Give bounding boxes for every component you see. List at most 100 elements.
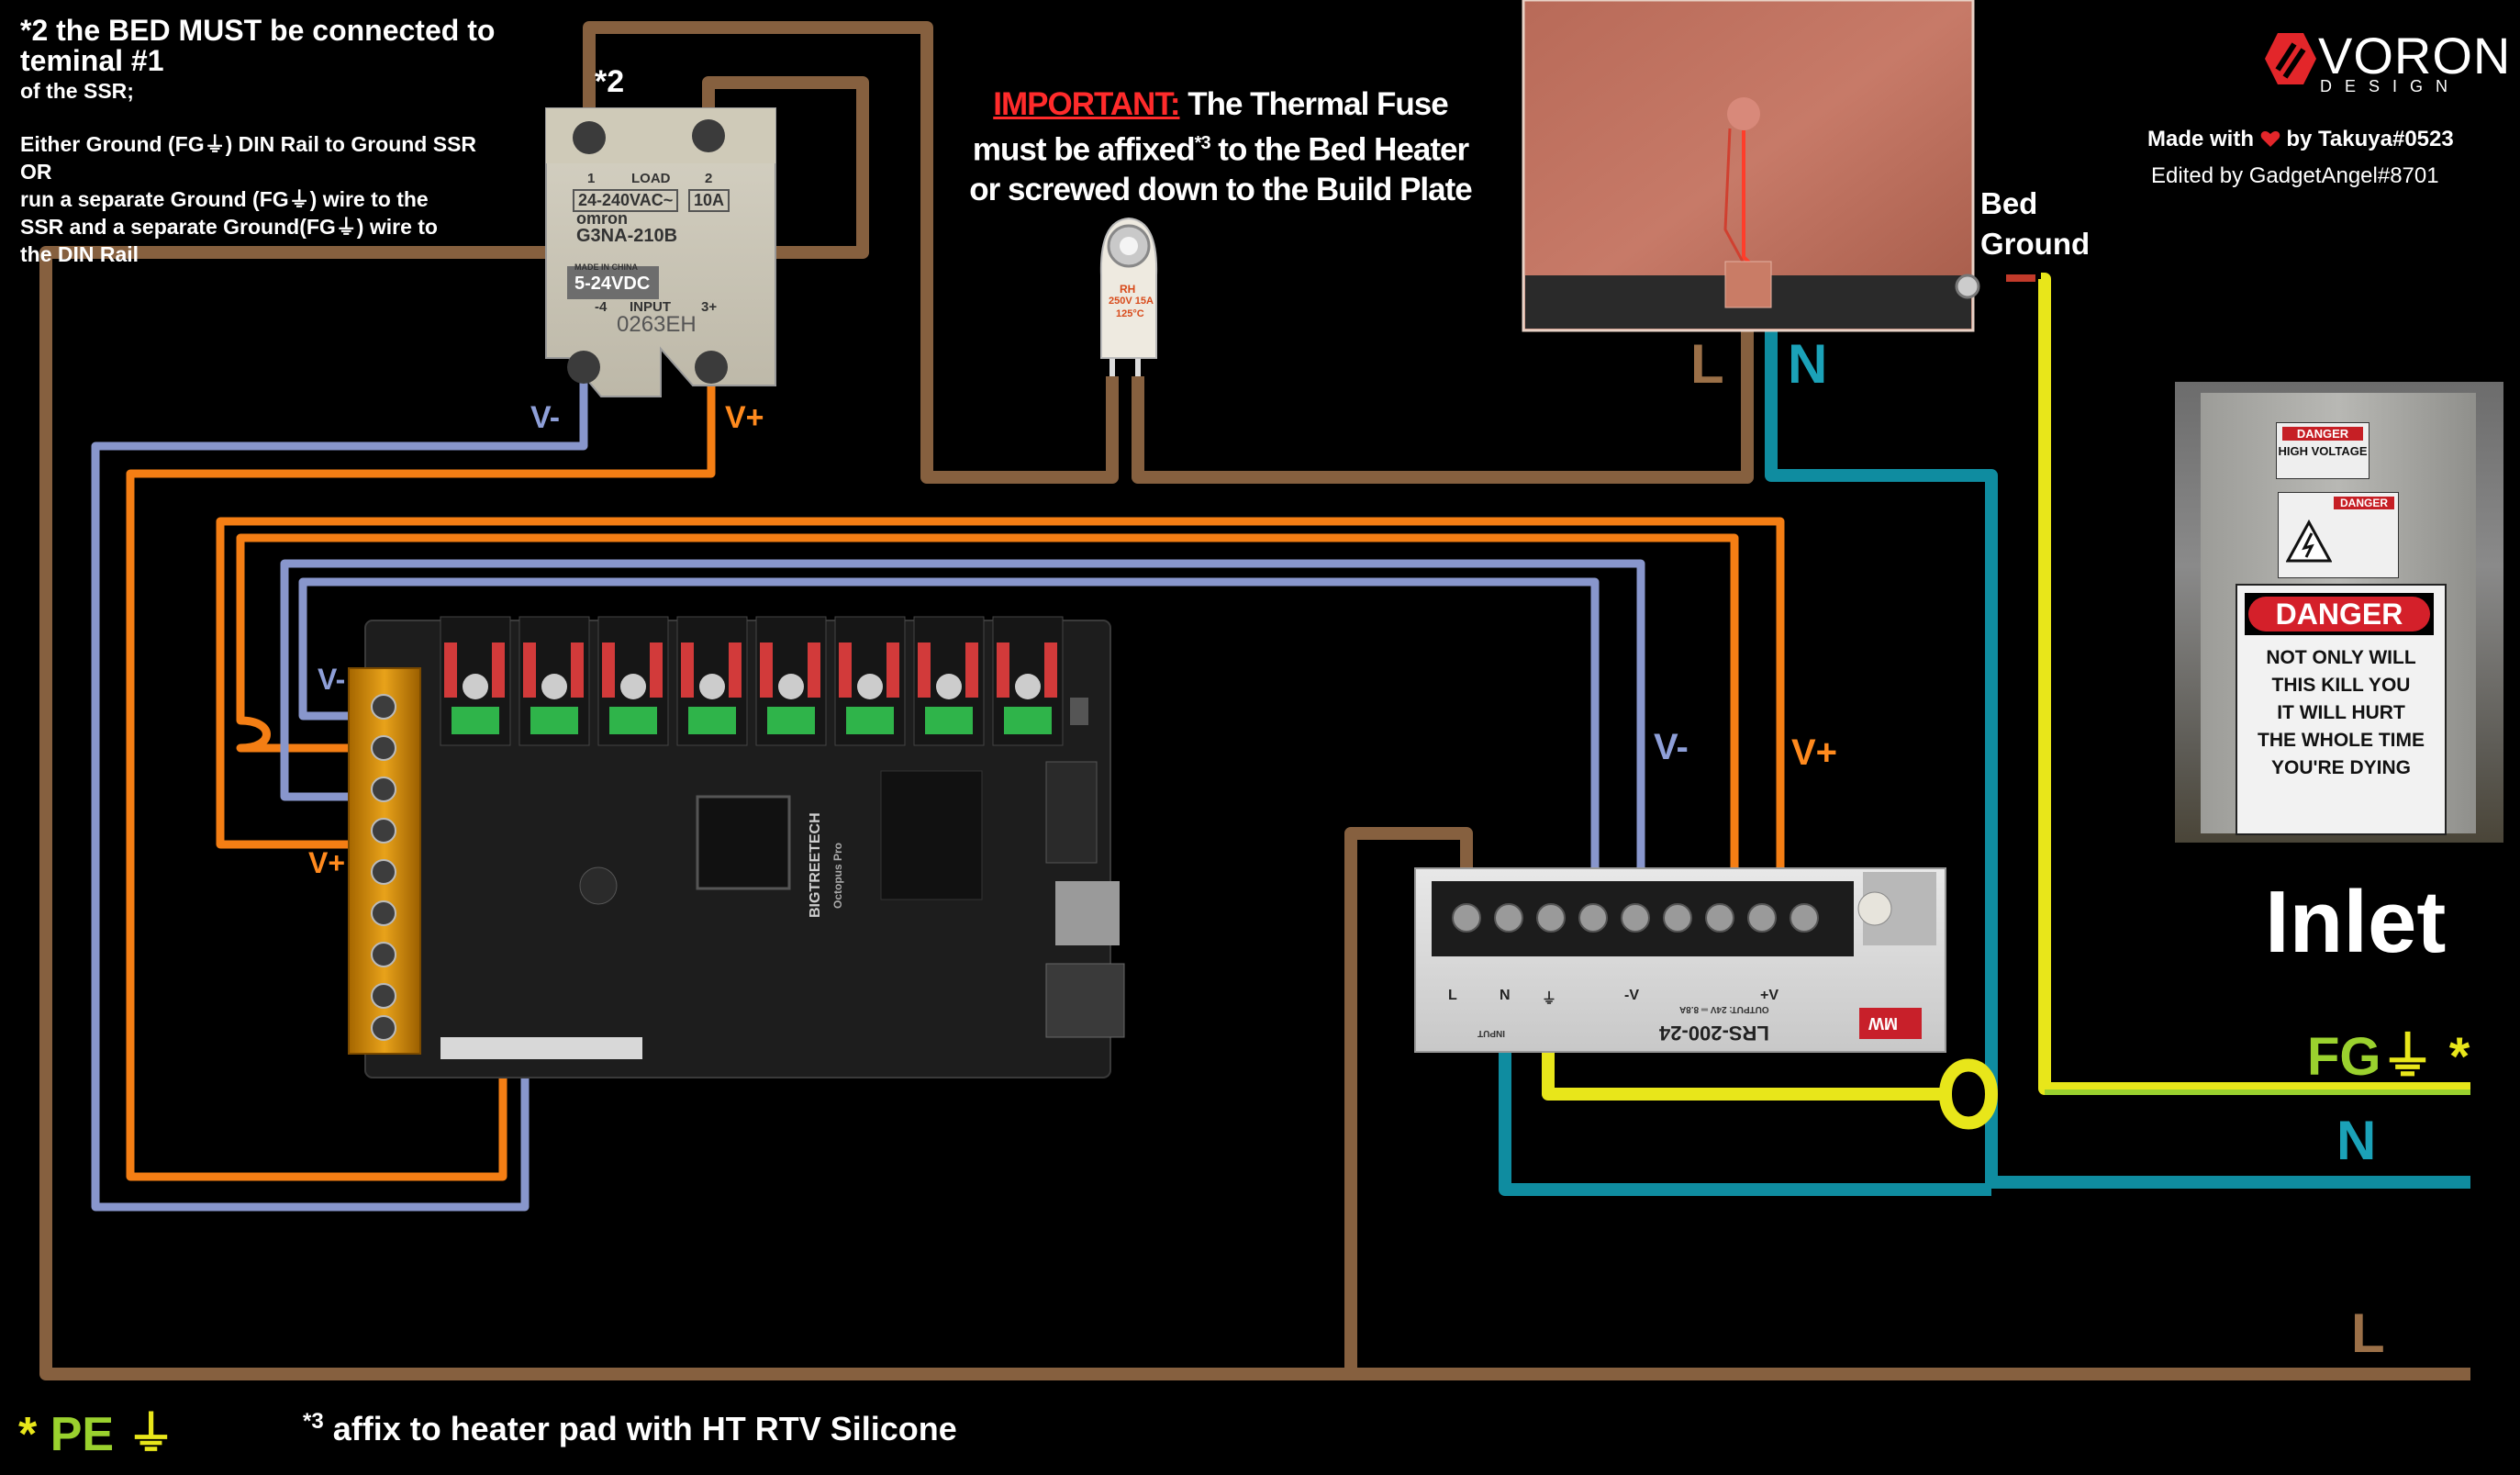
made-by-label: by Takuya#0523 — [2286, 127, 2454, 151]
ssr-model: G3NA-210B — [576, 226, 678, 246]
psu-terminal-N: N — [1500, 988, 1511, 1003]
ssr-marker: *2 — [595, 64, 625, 99]
bed-L-label: L — [1690, 333, 1724, 395]
mcu-vminus-label: V- — [318, 663, 346, 696]
psu-terminal-screw — [1705, 903, 1734, 933]
fuse-marking-1: RH — [1120, 283, 1136, 296]
danger-line-2: THIS KILL YOU — [2271, 675, 2411, 696]
psu-input-label: INPUT — [1477, 1028, 1505, 1038]
bed-ground-label-2: Ground — [1980, 227, 2091, 261]
ssr-minus-pin: -4 — [595, 299, 608, 315]
ground-symbol-icon: ⏚ — [2381, 1027, 2435, 1087]
psu-terminal-screw — [1621, 903, 1650, 933]
danger-line-1: NOT ONLY WILL — [2266, 647, 2416, 668]
ssr-vplus-label: V+ — [725, 400, 764, 435]
ground-note-line3: run a separate Ground (FG⏚) wire to the — [20, 187, 429, 211]
pe-star: * — [18, 1408, 38, 1461]
main-danger-header: DANGER — [2248, 597, 2430, 631]
psu-terminals — [1452, 903, 1819, 933]
psu-terminal-screw — [1790, 903, 1819, 933]
stepper-driver — [755, 616, 827, 746]
mcu-vplus-label: V+ — [308, 846, 346, 879]
heart-icon — [2260, 131, 2280, 147]
ssr-note-line2: of the SSR; — [20, 79, 134, 103]
psu-vminus-label: V- — [1654, 727, 1689, 767]
edited-by-credit: Edited by GadgetAngel#8701 — [2151, 163, 2439, 188]
voron-logo-subtext: DESIGN — [2320, 77, 2461, 95]
inlet-fg-label: FG⏚ * — [2307, 1013, 2470, 1090]
psu-vplus-label: V+ — [1791, 732, 1838, 773]
mcu-model: Octopus Pro — [831, 842, 844, 909]
voron-logo-text: VORON — [2318, 27, 2512, 84]
ground-note-line1: Either Ground (FG⏚) DIN Rail to Ground S… — [20, 132, 477, 156]
mcu-board — [348, 616, 1125, 1078]
high-voltage-sign: DANGER HIGH VOLTAGE — [2276, 422, 2369, 479]
psu-terminal-vminus: -V — [1624, 988, 1639, 1003]
vplus-wires — [126, 363, 1785, 1181]
vminus-wires — [91, 363, 1645, 1212]
psu-brand-logo: MW — [1868, 1014, 1898, 1033]
pe-legend: * PE ⏚ — [18, 1395, 175, 1464]
inlet-fg-star: * — [2448, 1027, 2470, 1087]
psu-terminal-screw — [1452, 903, 1481, 933]
psu-terminal-ground-icon: ⏚ — [1542, 991, 1557, 1007]
psu-terminal-screw — [1663, 903, 1692, 933]
ssr-input-label: INPUT — [630, 299, 671, 315]
mcu-brand: BIGTREETECH — [808, 812, 823, 918]
heated-bed — [1522, 0, 1980, 332]
ssr-load-label: LOAD — [631, 171, 671, 186]
small2-danger-header: DANGER — [2334, 497, 2394, 509]
danger-line-5: YOU'RE DYING — [2270, 757, 2411, 778]
danger-line-3: IT WILL HURT — [2277, 702, 2405, 723]
ssr-terminal-2: 2 — [705, 171, 713, 186]
fuse-line2-sup: *3 — [1194, 133, 1211, 153]
ssr-note-star: *2 the BED MUST be connected to teminal … — [20, 14, 496, 77]
thermal-fuse — [1099, 217, 1158, 376]
stepper-driver — [440, 616, 511, 746]
solid-state-relay — [545, 107, 776, 397]
made-with-label: Made with — [2147, 127, 2255, 151]
inlet-L-label: L — [2351, 1302, 2385, 1364]
stepper-driver — [597, 616, 669, 746]
ground-symbol-icon: ⏚ — [127, 1408, 175, 1461]
psu-terminal-screw — [1578, 903, 1608, 933]
ssr-input-range: 5-24VDC — [574, 274, 651, 294]
small-danger-header: DANGER — [2282, 427, 2363, 441]
thermal-fuse-note: IMPORTANT: The Thermal Fuse must be affi… — [927, 84, 1514, 209]
psu-terminal-screw — [1536, 903, 1566, 933]
main-danger-sign: DANGER NOT ONLY WILL THIS KILL YOU IT WI… — [2236, 584, 2447, 835]
stepper-driver — [518, 616, 590, 746]
ssr-made-in: MADE IN CHINA — [574, 263, 638, 272]
stepper-driver — [676, 616, 748, 746]
psu-terminal-screw — [1494, 903, 1523, 933]
fuse-marking-3: 125°C — [1116, 308, 1144, 319]
danger-sign-photo: DANGER HIGH VOLTAGE DANGER DANGER NOT ON… — [2175, 382, 2503, 843]
psu-model: LRS-200-24 — [1659, 1022, 1769, 1045]
ssr-brand: omron — [576, 209, 628, 228]
stepper-drivers — [440, 616, 1064, 746]
shock-warning-icon — [2286, 519, 2332, 563]
ssr-code: 0263EH — [617, 312, 697, 337]
fuse-line2-b: to the Bed Heater — [1210, 131, 1469, 168]
danger-line-4: THE WHOLE TIME — [2258, 730, 2425, 751]
voron-hex-icon — [2265, 33, 2316, 84]
power-supply — [1414, 867, 1946, 1053]
psu-terminal-vplus: +V — [1760, 988, 1779, 1003]
ground-note-line2: OR — [20, 160, 52, 184]
ssr-plus-pin: 3+ — [701, 299, 718, 315]
stepper-driver — [992, 616, 1064, 746]
footnote-sup: *3 — [303, 1409, 324, 1434]
ssr-vminus-label: V- — [530, 400, 561, 435]
psu-terminal-L: L — [1448, 988, 1457, 1003]
footnote-text: affix to heater pad with HT RTV Silicone — [323, 1410, 957, 1447]
important-label: IMPORTANT: — [993, 86, 1180, 122]
pe-label: PE — [50, 1408, 115, 1461]
ssr-terminal-1: 1 — [587, 171, 596, 186]
inlet-fg-text: FG — [2307, 1027, 2381, 1087]
fuse-line2-a: must be affixed — [972, 131, 1196, 168]
footnote: *3 affix to heater pad with HT RTV Silic… — [303, 1409, 957, 1448]
made-with-credit: Made with by Takuya#0523 — [2147, 127, 2454, 152]
danger-message: NOT ONLY WILL THIS KILL YOU IT WILL HURT… — [2237, 644, 2445, 782]
fuse-line1: The Thermal Fuse — [1179, 86, 1449, 122]
